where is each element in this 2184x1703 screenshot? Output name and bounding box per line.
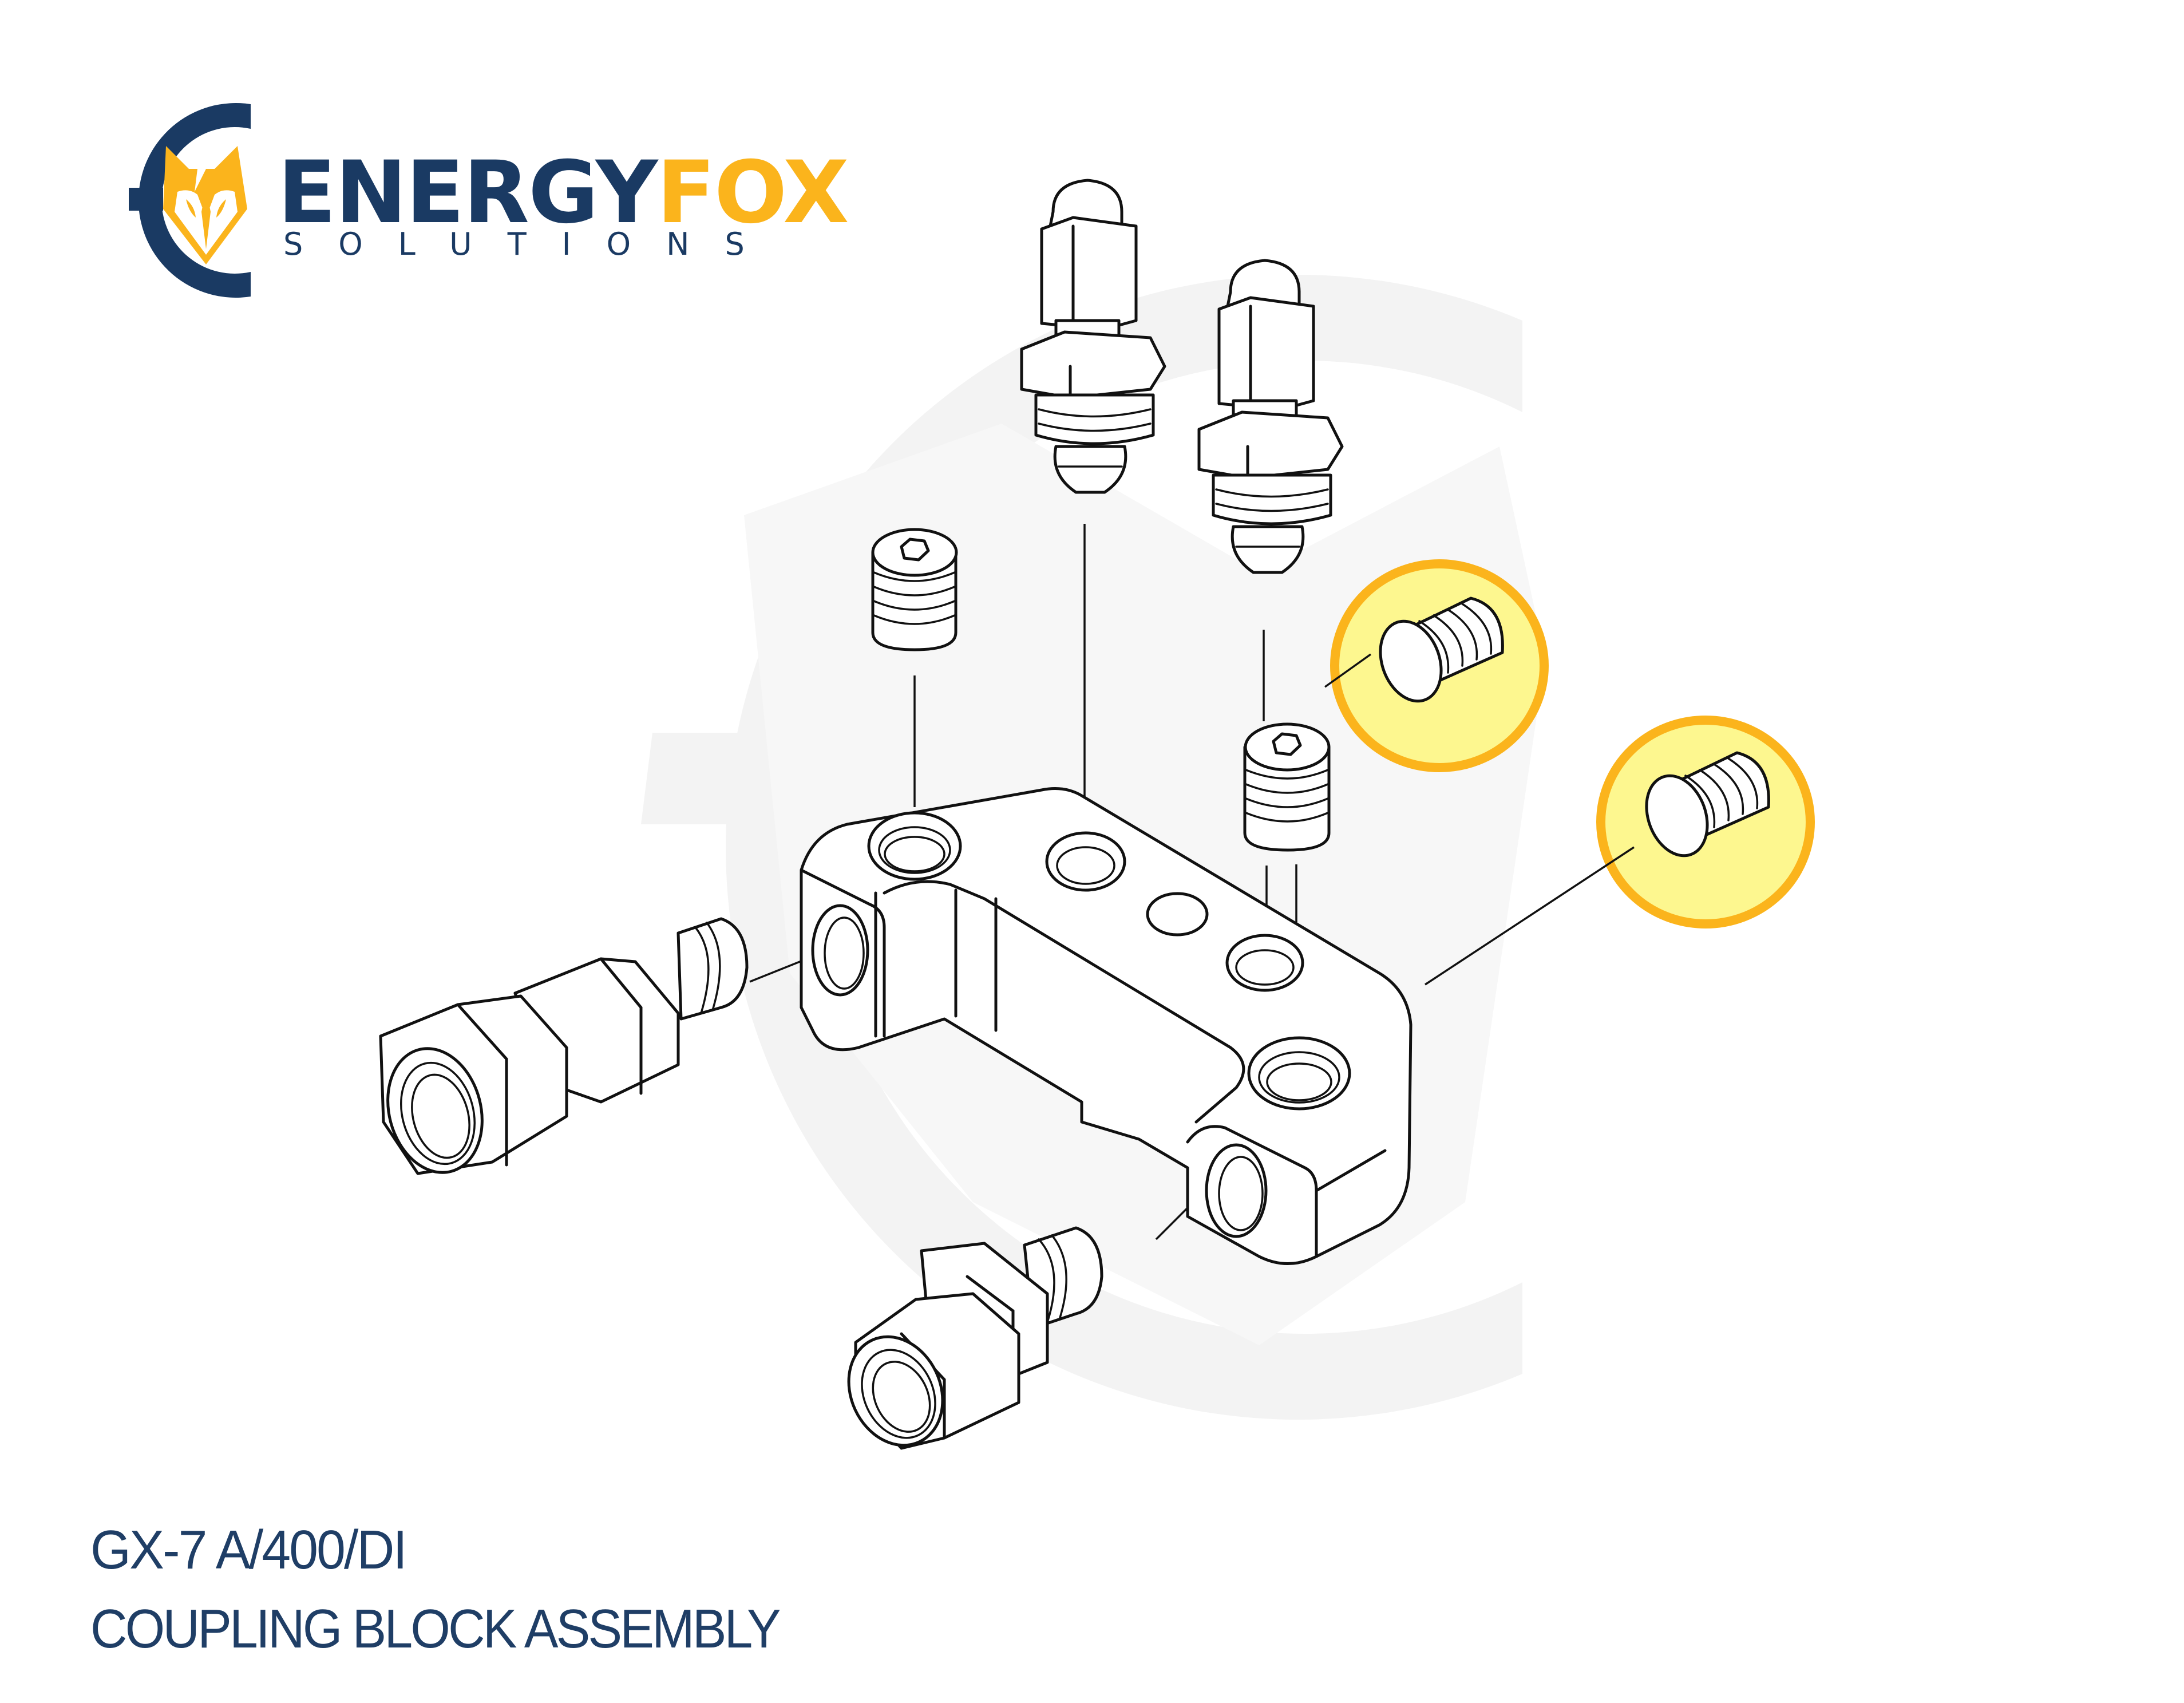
bleed-valve-2[interactable] <box>1197 259 1344 574</box>
assembly-title: COUPLING BLOCK ASSEMBLY <box>90 1598 781 1659</box>
energyfox-logo-mark <box>129 103 251 298</box>
swivel-fitting-1[interactable] <box>374 917 749 1183</box>
model-number: GX-7 A/400/DI <box>90 1519 407 1580</box>
diagram-title-block: GX-7 A/400/DI COUPLING BLOCK ASSEMBLY <box>90 1523 830 1657</box>
bleed-valve-1[interactable] <box>1020 179 1166 494</box>
logo-e-bar <box>129 188 163 211</box>
fox-head-icon <box>163 146 247 264</box>
pipe-plug-2[interactable] <box>1636 751 1770 864</box>
swivel-fitting-2[interactable] <box>832 1226 1103 1461</box>
coupling-block[interactable] <box>800 787 1413 1265</box>
brand-name-energy: ENERGY <box>278 143 658 243</box>
socket-plug-1[interactable] <box>871 528 958 651</box>
socket-plug-2[interactable] <box>1243 722 1331 852</box>
brand-tagline: SOLUTIONS <box>283 226 780 262</box>
brand-name-fox: FOX <box>656 143 849 243</box>
pipe-plug-1[interactable] <box>1370 596 1504 710</box>
brand-wordmark: ENERGYFOX <box>278 150 849 236</box>
